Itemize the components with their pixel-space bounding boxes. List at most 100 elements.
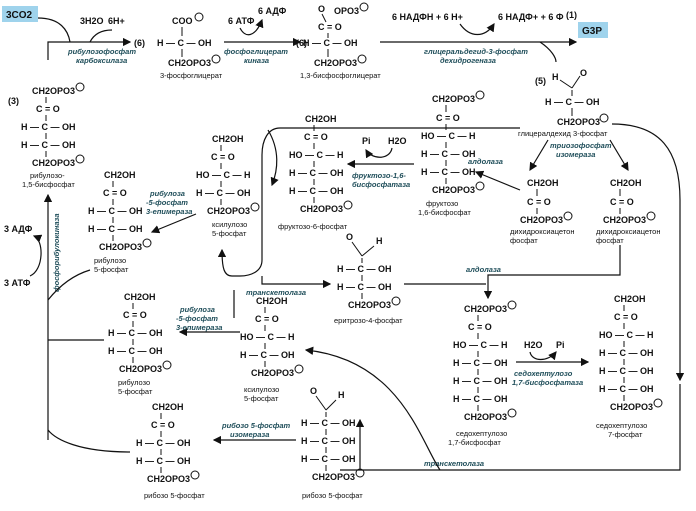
svg-text:HO — C — H: HO — C — H — [196, 170, 251, 180]
svg-text:CH2OPO3: CH2OPO3 — [99, 242, 142, 252]
molecule-r5p-1: CH2OH C = O H — C — OH H — C — OH CH2OPO… — [136, 402, 205, 500]
h-plus-label: 6H+ — [108, 16, 125, 26]
enz-rpi-1: рибозо 5-фосфат — [221, 421, 291, 430]
svg-text:CH2OPO3: CH2OPO3 — [464, 304, 507, 314]
svg-text:CH2OPO3: CH2OPO3 — [432, 185, 475, 195]
svg-text:COO: COO — [172, 16, 193, 26]
label-rubp-a: рибулозо- — [30, 171, 65, 180]
label-r5p-1: рибозо 5-фосфат — [144, 491, 205, 500]
svg-text:HO — C — H: HO — C — H — [289, 150, 344, 160]
svg-text:H — C — OH: H — C — OH — [88, 224, 143, 234]
r5p1-to-prk — [47, 429, 131, 453]
svg-text:H — C — OH: H — C — OH — [108, 346, 163, 356]
svg-text:C = O: C = O — [255, 314, 279, 324]
svg-text:O: O — [346, 232, 353, 242]
svg-text:CH2OH: CH2OH — [614, 294, 646, 304]
label-e4p: еритрозо-4-фосфат — [334, 316, 403, 325]
label-ru5p-2a: рибулозо — [118, 378, 150, 387]
label-3pga: 3-фосфоглицерат — [160, 71, 223, 80]
molecule-e4p: H O H — C — OH H — C — OH CH2OPO3 еритро… — [334, 232, 403, 325]
h2o-1: H2O — [388, 136, 407, 146]
atp-cycle-arrow — [239, 18, 264, 36]
h2o-label: 3H2O — [80, 16, 104, 26]
svg-text:H — C — OH: H — C — OH — [136, 438, 191, 448]
svg-text:H — C — OH: H — C — OH — [289, 168, 344, 178]
svg-text:CH2OH: CH2OH — [124, 292, 156, 302]
svg-text:C = O: C = O — [103, 188, 127, 198]
svg-text:CH2OPO3: CH2OPO3 — [32, 86, 75, 96]
svg-text:C = O: C = O — [318, 22, 342, 32]
svg-text:O: O — [318, 4, 325, 14]
molecule-13bpg: O OPO3 C = O H — C — OH CH2OPO3 1,3-бисф… — [300, 2, 381, 80]
svg-text:CH2OH: CH2OH — [152, 402, 184, 412]
molecule-xu5p-2: CH2OH C = O HO — C — H H — C — OH CH2OPO… — [240, 296, 304, 403]
tpi-arrow-right — [609, 139, 629, 172]
epim1-arrow — [150, 213, 197, 234]
svg-text:H — C — OH: H — C — OH — [196, 188, 251, 198]
svg-text:H — C — OH: H — C — OH — [108, 328, 163, 338]
label-ru5p-1b: 5-фосфат — [94, 265, 129, 274]
molecule-rubp: CH2OPO3 C = O H — C — OH H — C — OH CH2O… — [21, 82, 85, 189]
svg-text:CH2OPO3: CH2OPO3 — [314, 58, 357, 68]
svg-text:C = O: C = O — [468, 322, 492, 332]
svg-text:H — C — OH: H — C — OH — [136, 456, 191, 466]
svg-text:H — C — OH: H — C — OH — [21, 122, 76, 132]
ru5p1-to-prk — [47, 269, 91, 301]
enz-rpi-2: изомераза — [230, 430, 269, 439]
co2-highlight — [2, 6, 38, 22]
svg-text:C = O: C = O — [527, 197, 551, 207]
label-dhap-2b: фосфат — [596, 236, 624, 245]
co2-in-arrow — [37, 17, 71, 43]
svg-text:H — C — OH: H — C — OH — [337, 264, 392, 274]
enz-epim2-2: -5-фосфат — [176, 314, 218, 323]
svg-text:CH2OH: CH2OH — [212, 134, 244, 144]
label-sbp-a: седохептулозо — [456, 429, 507, 438]
svg-text:CH2OH: CH2OH — [527, 178, 559, 188]
svg-text:CH2OPO3: CH2OPO3 — [147, 474, 190, 484]
step-3: (3) — [8, 96, 19, 106]
svg-text:CH2OPO3: CH2OPO3 — [168, 58, 211, 68]
enz-pgk-1: фосфоглицерат — [224, 47, 288, 56]
enz-epim2-3: 3-епимераза — [176, 323, 222, 332]
svg-text:H — C — OH: H — C — OH — [88, 206, 143, 216]
svg-text:C = O: C = O — [151, 420, 175, 430]
aldolase1-arrow — [474, 170, 521, 191]
molecule-ru5p-1: CH2OH C = O H — C — OH H — C — OH CH2OPO… — [88, 170, 152, 274]
molecule-f6p: CH2OH C = O HO — C — H H — C — OH H — C … — [278, 114, 353, 231]
label-sbp-b: 1,7-бисфосфат — [448, 438, 501, 447]
svg-text:H — C — OH: H — C — OH — [337, 282, 392, 292]
svg-text:CH2OH: CH2OH — [104, 170, 136, 180]
enz-gapdh-1: глицеральдегид-3-фосфат — [424, 47, 528, 56]
svg-text:H — C — OH: H — C — OH — [453, 358, 508, 368]
svg-text:CH2OPO3: CH2OPO3 — [251, 368, 294, 378]
molecule-r5p-2: O H H — C — OH H — C — OH H — C — OH CH2… — [301, 386, 365, 500]
g3p-highlight — [578, 22, 608, 38]
g3p-label: G3P — [582, 26, 602, 37]
tpi-arrow-left — [529, 139, 549, 172]
adp6-label: 6 АДФ — [258, 6, 287, 16]
enz-epim1-3: 3-епимераза — [146, 207, 192, 216]
enz-tpi-2: изомераза — [556, 150, 595, 159]
step-1: (1) — [566, 10, 577, 20]
enz-epim1-2: -5-фосфат — [146, 198, 188, 207]
label-ru5p-1a: рибулозо — [94, 256, 126, 265]
svg-text:CH2OPO3: CH2OPO3 — [464, 412, 507, 422]
label-13bpg: 1,3-бисфосфоглицерат — [300, 71, 381, 80]
molecule-ru5p-2: CH2OH C = O H — C — OH H — C — OH CH2OPO… — [108, 292, 172, 396]
label-gap: глицералдехид 3-фосфат — [518, 129, 608, 138]
label-xu5p-2a: ксилулозо — [244, 385, 279, 394]
svg-text:CH2OPO3: CH2OPO3 — [432, 94, 475, 104]
svg-text:HO — C — H: HO — C — H — [453, 340, 508, 350]
svg-text:HO — C — H: HO — C — H — [240, 332, 295, 342]
enz-pgk-2: киназа — [244, 56, 269, 65]
label-s7p-a: седохептулозо — [596, 421, 647, 430]
dhap-to-sbp-arrow — [483, 245, 621, 300]
sbpase-water-arrow — [529, 351, 557, 361]
svg-text:H — C — OH: H — C — OH — [301, 436, 356, 446]
tk1-return-arrow — [267, 129, 279, 187]
nadph-cycle-arrow — [459, 22, 495, 36]
svg-text:C = O: C = O — [123, 310, 147, 320]
svg-text:H — C — OH: H — C — OH — [21, 140, 76, 150]
adp3-label: 3 АДФ — [4, 224, 33, 234]
